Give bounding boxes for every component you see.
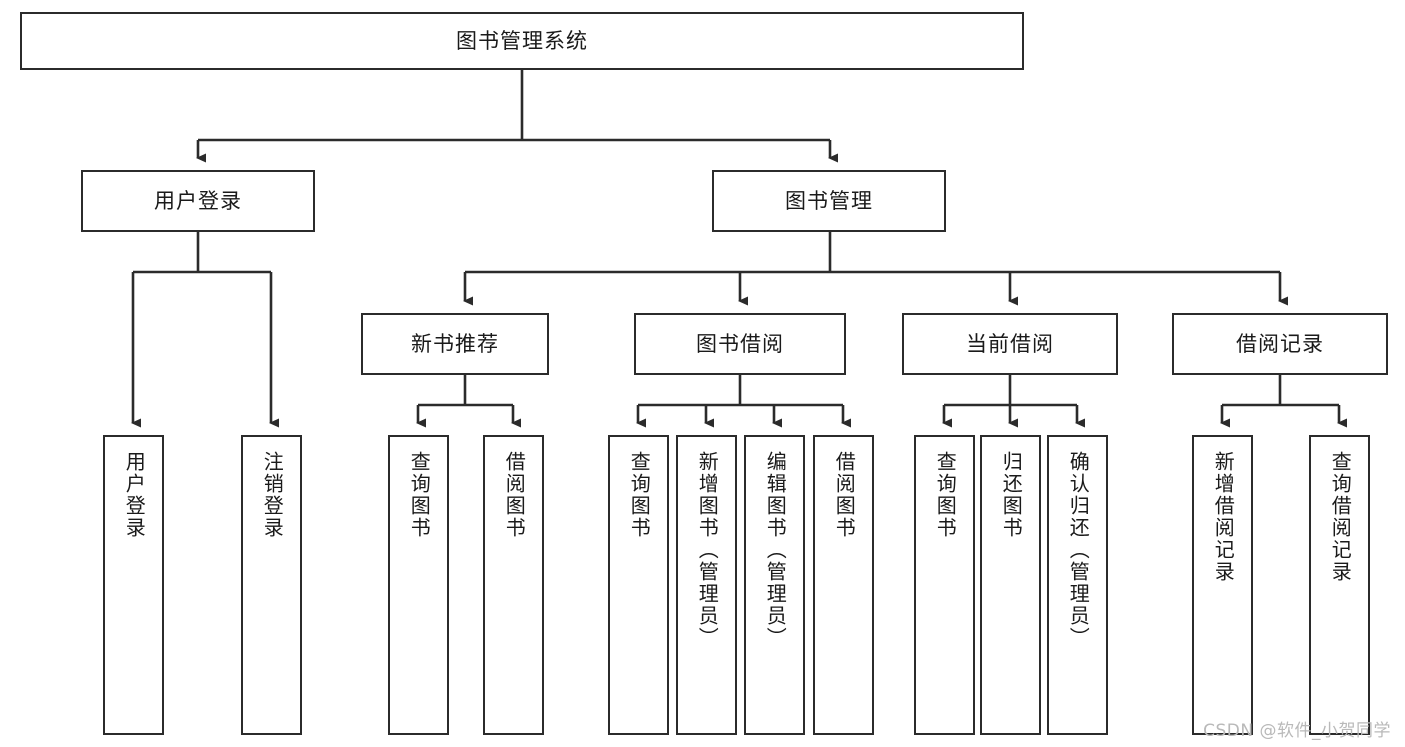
leaf-record-add-record[interactable]: 新增借阅记录 (1192, 435, 1253, 735)
leaf-borrow-edit-book-label: 编辑图书（管理员） (763, 451, 788, 649)
leaf-record-query-record-label: 查询借阅记录 (1328, 451, 1353, 583)
node-borrow-record[interactable]: 借阅记录 (1172, 313, 1388, 375)
node-user-login-label: 用户登录 (154, 188, 242, 213)
leaf-recommend-query-book-label: 查询图书 (407, 451, 432, 539)
leaf-recommend-borrow-book-label: 借阅图书 (502, 451, 527, 539)
leaf-current-return-book[interactable]: 归还图书 (980, 435, 1041, 735)
leaf-current-confirm-return-label: 确认归还（管理员） (1066, 451, 1091, 649)
leaf-user-login-logout[interactable]: 注销登录 (241, 435, 302, 735)
leaf-borrow-edit-book[interactable]: 编辑图书（管理员） (744, 435, 805, 735)
leaf-borrow-borrow-book-label: 借阅图书 (832, 451, 857, 539)
node-current-borrow-label: 当前借阅 (966, 331, 1054, 356)
node-root-system[interactable]: 图书管理系统 (20, 12, 1024, 70)
node-new-book-recommend[interactable]: 新书推荐 (361, 313, 549, 375)
leaf-current-query-book[interactable]: 查询图书 (914, 435, 975, 735)
leaf-borrow-borrow-book[interactable]: 借阅图书 (813, 435, 874, 735)
leaf-record-add-record-label: 新增借阅记录 (1211, 451, 1236, 583)
node-new-book-recommend-label: 新书推荐 (411, 331, 499, 356)
node-book-borrow-label: 图书借阅 (696, 331, 784, 356)
leaf-borrow-query-book-label: 查询图书 (627, 451, 652, 539)
leaf-current-return-book-label: 归还图书 (999, 451, 1024, 539)
node-book-management[interactable]: 图书管理 (712, 170, 946, 232)
leaf-record-query-record[interactable]: 查询借阅记录 (1309, 435, 1370, 735)
leaf-current-confirm-return[interactable]: 确认归还（管理员） (1047, 435, 1108, 735)
node-borrow-record-label: 借阅记录 (1236, 331, 1324, 356)
leaf-recommend-query-book[interactable]: 查询图书 (388, 435, 449, 735)
node-book-borrow[interactable]: 图书借阅 (634, 313, 846, 375)
node-user-login[interactable]: 用户登录 (81, 170, 315, 232)
csdn-watermark: CSDN @软件_小贺同学 (1203, 721, 1391, 741)
leaf-current-query-book-label: 查询图书 (933, 451, 958, 539)
leaf-borrow-add-book[interactable]: 新增图书（管理员） (676, 435, 737, 735)
leaf-borrow-add-book-label: 新增图书（管理员） (695, 451, 720, 649)
leaf-borrow-query-book[interactable]: 查询图书 (608, 435, 669, 735)
leaf-user-login-login-label: 用户登录 (122, 451, 147, 539)
leaf-user-login-logout-label: 注销登录 (260, 451, 285, 539)
node-book-management-label: 图书管理 (785, 188, 873, 213)
leaf-user-login-login[interactable]: 用户登录 (103, 435, 164, 735)
node-root-system-label: 图书管理系统 (456, 28, 588, 53)
leaf-recommend-borrow-book[interactable]: 借阅图书 (483, 435, 544, 735)
node-current-borrow[interactable]: 当前借阅 (902, 313, 1118, 375)
